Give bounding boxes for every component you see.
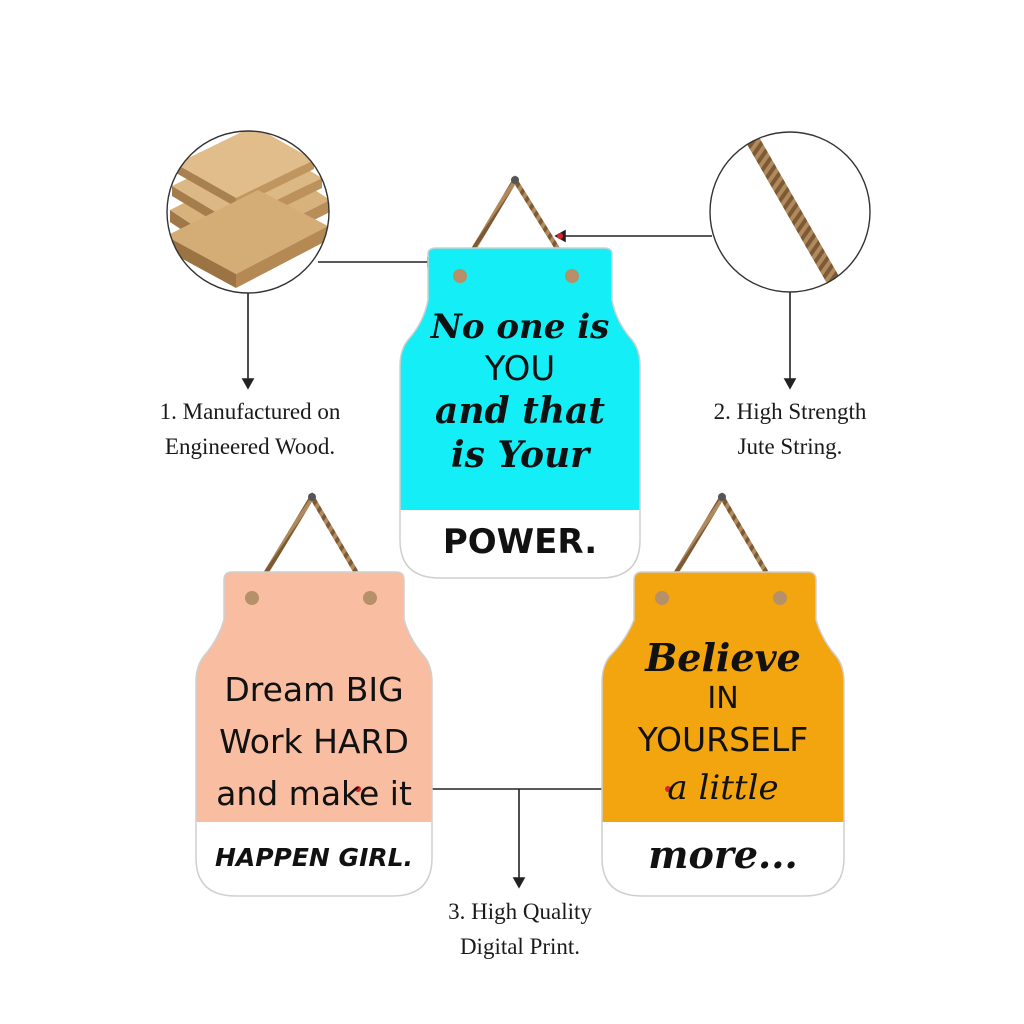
blue-sign-bottom-text: POWER. (442, 522, 598, 562)
orange-sign-line1: Believe (645, 635, 801, 680)
feature-wood-line2: Engineered Wood. (164, 434, 336, 459)
wall-nails (308, 176, 726, 501)
callout-dots (355, 233, 671, 792)
orange-sign-line2: IN (707, 681, 739, 716)
blue-sign-line1: No one is (430, 307, 610, 347)
peach-sign-line2: Work HARD (219, 722, 409, 761)
wood-down-arrowhead (241, 378, 255, 390)
orange-sign-line3: YOURSELF (637, 720, 809, 759)
peach-jar-sign (195, 571, 433, 897)
jute-rope-icon (741, 132, 847, 292)
feature-caption-wood: 1. Manufactured on Engineered Wood. (120, 394, 380, 464)
blue-sign-line3: and that (435, 390, 605, 432)
feature-jute-line2: Jute String. (737, 434, 843, 459)
orange-jar-sign (601, 571, 845, 897)
wood-board-stack-icon (167, 131, 329, 288)
feature-caption-jute: 2. High Strength Jute String. (670, 394, 910, 464)
print-down-arrowhead (512, 877, 526, 889)
orange-sign-line4: a little (667, 768, 779, 808)
peach-sign-line1: Dream BIG (224, 670, 404, 709)
wood-detail-circle (166, 130, 330, 294)
blue-jar-sign (399, 247, 641, 579)
feature-wood-line1: 1. Manufactured on (159, 399, 341, 424)
blue-sign-text: No one is YOU and that is Your (400, 305, 640, 477)
blue-sign-line2: YOU (484, 349, 556, 389)
feature-print-line1: 3. High Quality (448, 899, 592, 924)
jute-detail-circle (709, 131, 871, 293)
peach-sign-line3: and make it (216, 774, 412, 813)
orange-sign-text: Believe IN YOURSELF a little (602, 634, 844, 812)
feature-caption-print: 3. High Quality Digital Print. (392, 894, 648, 964)
feature-jute-line1: 2. High Strength (713, 399, 867, 424)
orange-sign-bottom-text: more... (648, 832, 798, 877)
peach-sign-bottom-text: HAPPEN GIRL. (214, 843, 414, 872)
feature-print-line2: Digital Print. (459, 934, 581, 959)
peach-sign-text: Dream BIG Work HARD and make it (196, 664, 432, 820)
jute-down-arrowhead (783, 378, 797, 390)
blue-sign-line4: is Your (450, 434, 590, 476)
